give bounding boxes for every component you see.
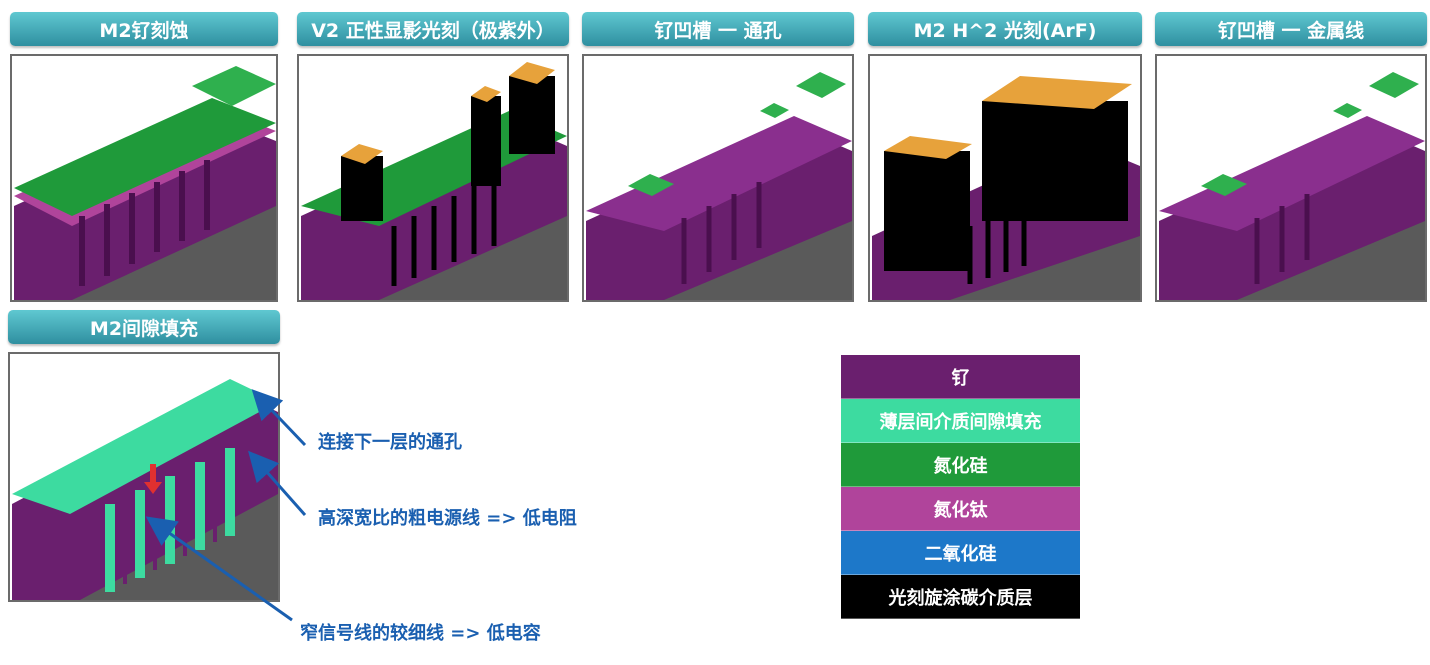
panel-title: M2 H^2 光刻(ArF) bbox=[868, 12, 1142, 46]
legend-silicon-dioxide: 二氧化硅 bbox=[841, 531, 1080, 575]
m2-ru-etch-illustration bbox=[14, 66, 276, 300]
panel-illustration bbox=[868, 54, 1142, 302]
legend-thin-ild-gap-fill: 薄层间介质间隙填充 bbox=[841, 399, 1080, 443]
panel-title: M2钌刻蚀 bbox=[10, 12, 278, 46]
ru-recess-via-illustration bbox=[586, 72, 852, 300]
m2-gap-fill-illustration bbox=[12, 379, 278, 600]
panel-title: M2间隙填充 bbox=[8, 310, 280, 344]
panel-illustration bbox=[8, 352, 280, 602]
annotation-signal-line: 窄信号线的较细线 => 低电容 bbox=[300, 623, 541, 644]
legend-ruthenium: 钌 bbox=[841, 355, 1080, 399]
panel-m2-h2-litho: M2 H^2 光刻(ArF) bbox=[868, 12, 1142, 302]
panel-ru-recess-via: 钌凹槽 一 通孔 bbox=[582, 12, 854, 302]
m2-h2-litho-illustration bbox=[872, 76, 1140, 300]
panel-title: V2 正性显影光刻（极紫外） bbox=[297, 12, 569, 46]
panel-illustration bbox=[297, 54, 569, 302]
legend-silicon-nitride: 氮化硅 bbox=[841, 443, 1080, 487]
annotation-via-to-next-layer: 连接下一层的通孔 bbox=[318, 432, 462, 453]
panel-ru-recess-line: 钌凹槽 一 金属线 bbox=[1155, 12, 1427, 302]
panel-title: 钌凹槽 一 金属线 bbox=[1155, 12, 1427, 46]
ru-recess-line-illustration bbox=[1159, 72, 1425, 300]
material-legend: 钌 薄层间介质间隙填充 氮化硅 氮化钛 二氧化硅 光刻旋涂碳介质层 bbox=[841, 355, 1080, 619]
v2-euv-litho-illustration bbox=[301, 62, 567, 300]
panel-illustration bbox=[582, 54, 854, 302]
panel-m2-gap-fill: M2间隙填充 bbox=[8, 310, 280, 602]
panel-m2-ru-etch: M2钌刻蚀 bbox=[10, 12, 278, 302]
panel-illustration bbox=[10, 54, 278, 302]
legend-spin-on-carbon: 光刻旋涂碳介质层 bbox=[841, 575, 1080, 619]
annotation-power-line: 高深宽比的粗电源线 => 低电阻 bbox=[318, 508, 577, 529]
legend-titanium-nitride: 氮化钛 bbox=[841, 487, 1080, 531]
panel-illustration bbox=[1155, 54, 1427, 302]
panel-title: 钌凹槽 一 通孔 bbox=[582, 12, 854, 46]
panel-v2-euv-litho: V2 正性显影光刻（极紫外） bbox=[297, 12, 569, 302]
